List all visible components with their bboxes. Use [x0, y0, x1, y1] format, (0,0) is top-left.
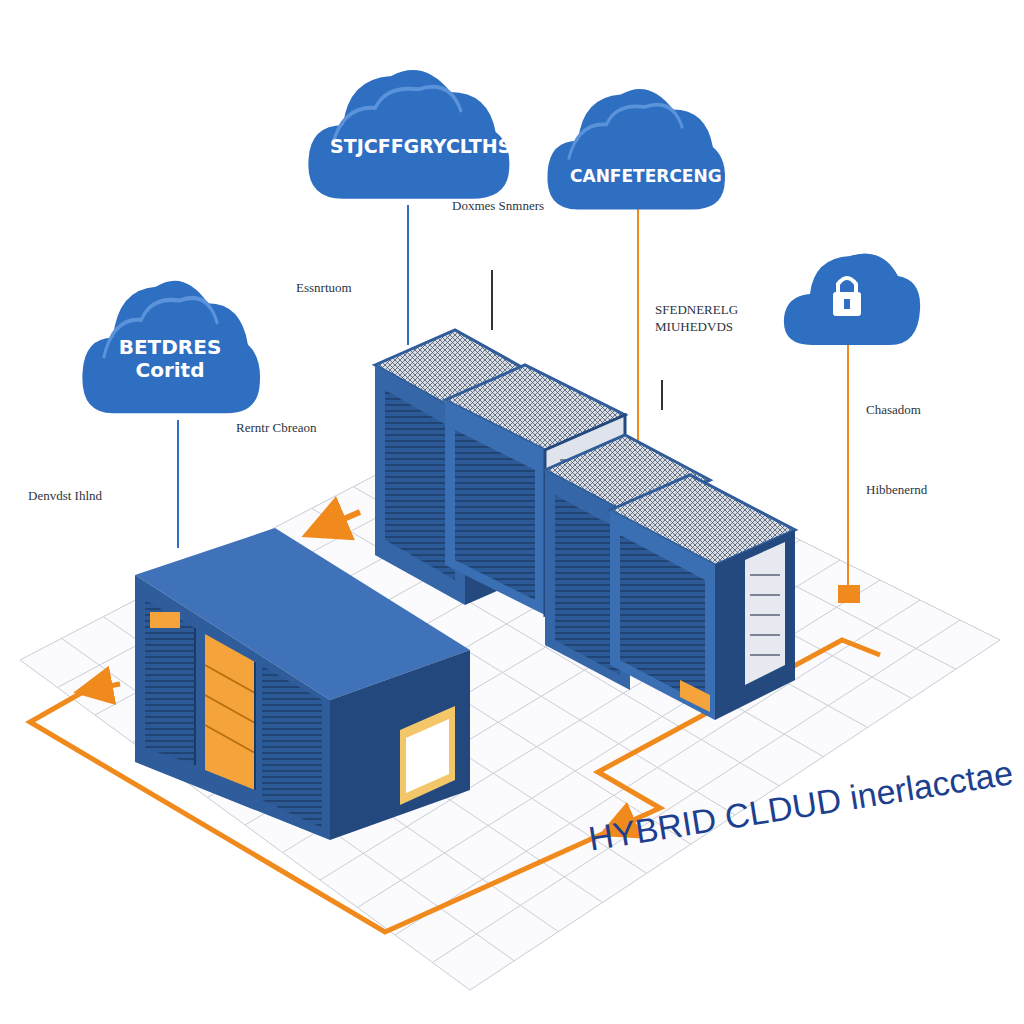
annotation-label: Denvdst Ihlnd: [28, 488, 102, 505]
cloud-node: CANFETERCENG: [540, 72, 730, 222]
cloud-node: STJCFFGRYCLTHS: [300, 52, 515, 212]
cloud-shape: [300, 52, 515, 212]
annotation-label: Rerntr Cbreaon: [236, 420, 317, 437]
cloud-shape: [540, 72, 730, 222]
annotation-label: Essnrtuom: [296, 280, 352, 297]
annotation-label: Chasadom: [866, 402, 921, 419]
cloud-label: CANFETERCENG: [570, 167, 700, 187]
cloud-node: BETDRES Coritd: [75, 262, 265, 427]
cloud-label: STJCFFGRYCLTHS: [330, 136, 485, 158]
annotation-label: Hibbenernd: [866, 482, 927, 499]
cloud-label: BETDRES Coritd: [105, 336, 235, 382]
annotation-label: SFEDNERELG MIUHEDVDS: [655, 302, 770, 336]
annotation-label: Doxmes Snmners: [452, 198, 544, 215]
